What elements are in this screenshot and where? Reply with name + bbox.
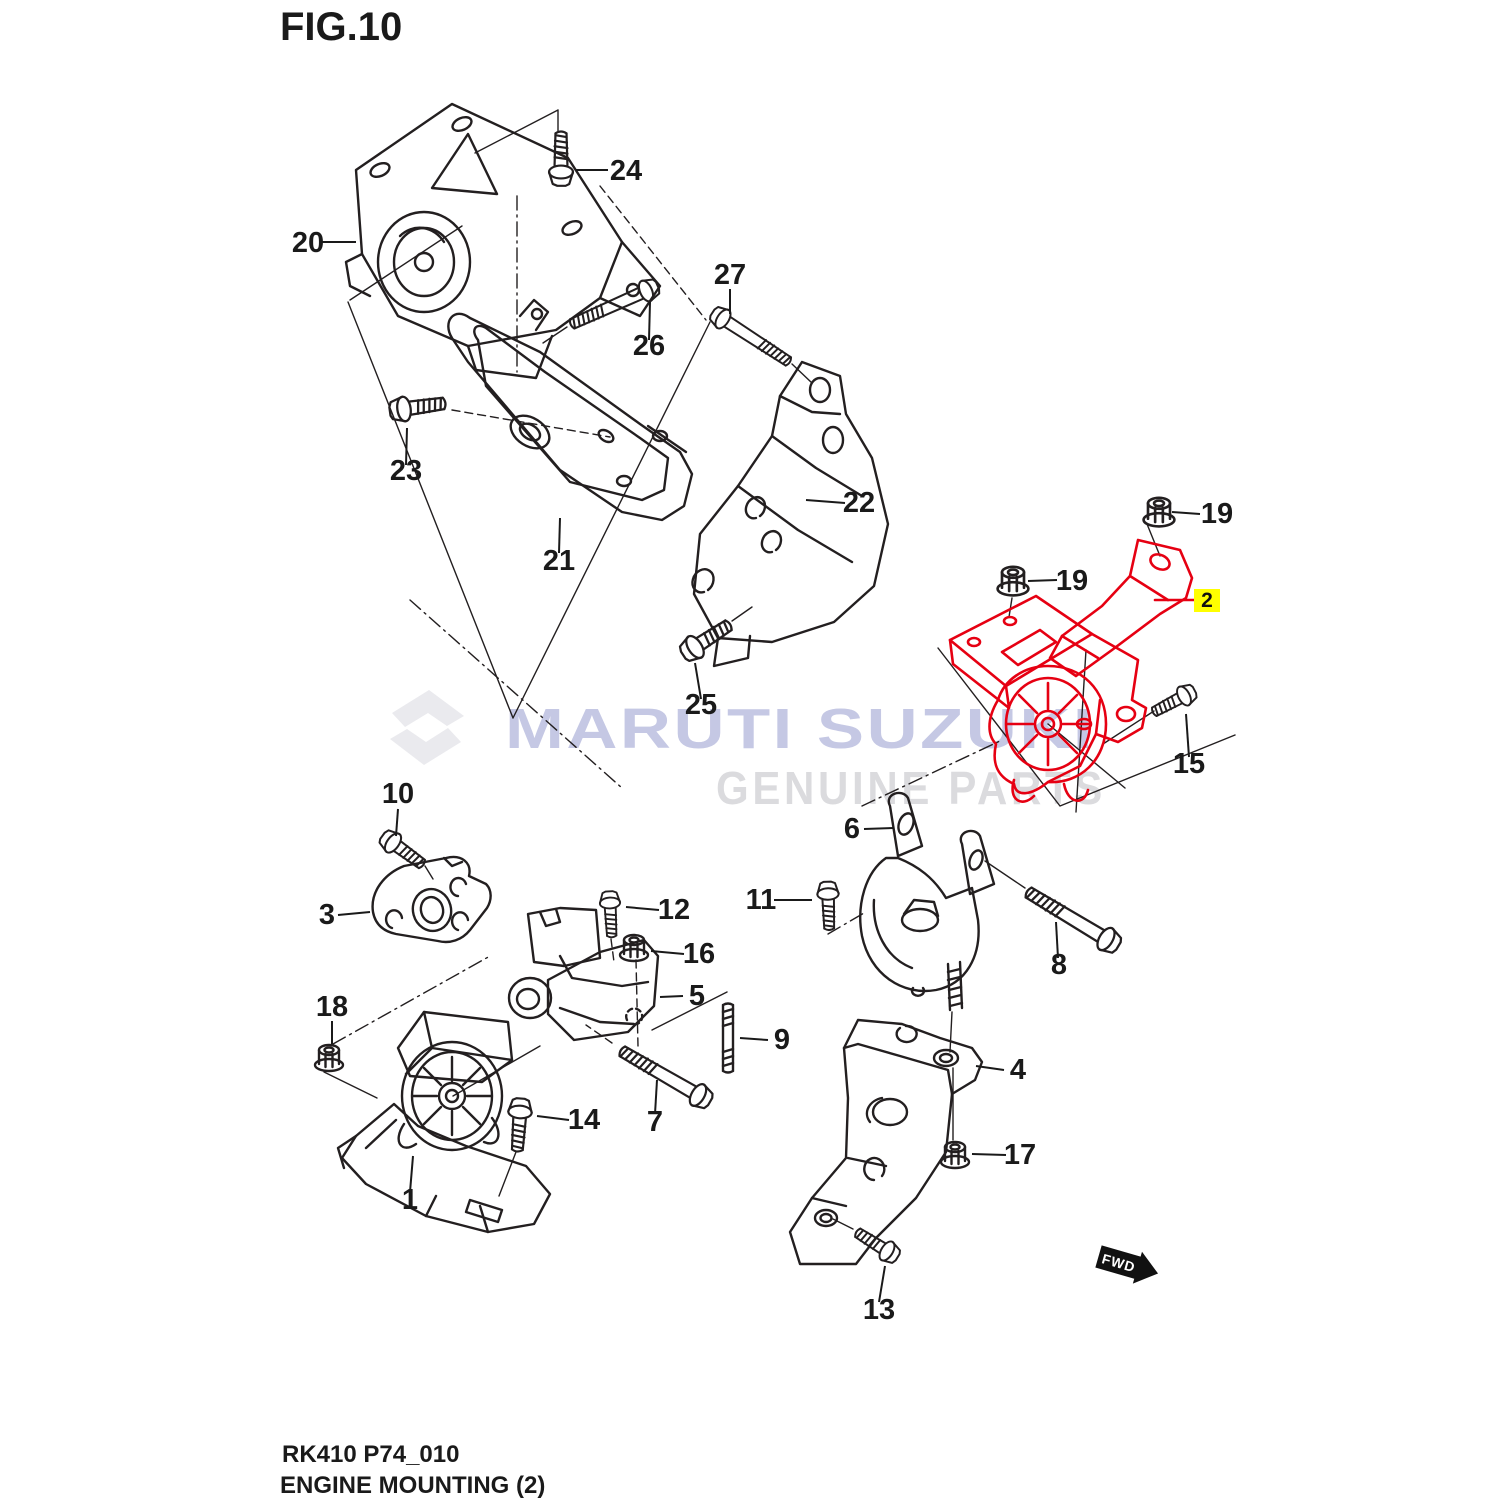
bolt-11 [815,880,841,932]
bolt-23 [387,389,449,425]
bolt-15 [1147,680,1201,723]
drawing-code: RK410 P74_010 [282,1441,459,1468]
leader-10 [395,808,399,837]
callout-label-22: 22 [843,487,875,519]
part-21-mounting-bracket [447,298,694,522]
leader-17 [971,1153,1007,1156]
nut-16 [618,933,650,963]
bolt-8 [1019,879,1126,959]
callout-label-27: 27 [714,259,746,291]
part-20-engine-mounting [344,102,662,380]
callout-label-18: 18 [316,991,348,1023]
projection-lines [323,109,1236,1230]
callout-label-25: 25 [685,689,717,721]
highlighted-callout-2: 2 [1194,589,1220,612]
leader-lines [322,169,1201,1303]
leader-13 [878,1265,886,1303]
callout-label-24: 24 [610,155,642,187]
callout-label-3: 3 [319,899,335,931]
part-3-mounting-plate [371,855,492,944]
callout-label-23: 23 [390,455,422,487]
callout-label-19-upper: 19 [1201,498,1233,530]
callout-label-4: 4 [1010,1054,1026,1086]
callout-label-9: 9 [774,1024,790,1056]
callout-label-20: 20 [292,227,324,259]
callout-label-16: 16 [683,938,715,970]
callout-label-14: 14 [568,1104,600,1136]
part-1-engine-mounting [336,1010,552,1234]
part-6-support-bracket [859,791,996,1012]
watermark: MARUTI SUZUKI GENUINE PARTS [390,690,1102,814]
bolt-12 [598,889,623,939]
callout-label-13: 13 [863,1294,895,1326]
callout-label-6: 6 [844,813,860,845]
part-2-engine-mounting-highlighted [948,538,1196,803]
bolt-14 [504,1096,534,1154]
leader-23 [405,427,408,466]
bolt-7 [613,1038,718,1114]
drawing-title: ENGINE MOUNTING (2) [280,1472,545,1499]
callout-label-7: 7 [647,1106,663,1138]
nut-19-lower [996,565,1030,597]
leader-14 [536,1115,570,1121]
leader-1 [409,1155,414,1193]
leader-8 [1055,921,1059,959]
callout-label-5: 5 [689,980,705,1012]
leader-9 [739,1037,769,1041]
nut-18 [313,1043,345,1073]
stud-9 [721,1002,735,1074]
leader-21 [558,517,561,554]
callout-label-11: 11 [746,884,777,916]
part-5-bracket-arm [507,906,660,1042]
highlight-badge [1194,589,1220,612]
callout-label-10: 10 [382,778,414,810]
leader-3 [337,911,371,916]
leader-4 [975,1065,1005,1071]
leader-25 [694,662,702,700]
callout-label-8: 8 [1051,949,1067,981]
callout-label-26: 26 [633,330,665,362]
leader-19-upper [1171,511,1201,515]
nut-17 [939,1140,971,1170]
bolt-27 [705,302,797,373]
nut-19-upper [1142,496,1176,528]
callout-labels: 24 20 26 27 23 21 22 25 19 19 15 10 3 12… [292,155,1233,1326]
leader-15 [1185,713,1190,758]
leader-7 [654,1079,658,1115]
callout-label-1: 1 [402,1184,418,1216]
highlighted-callout-label: 2 [1201,589,1213,612]
figure-title: FIG.10 [280,5,402,49]
suzuki-s-logo-icon [390,690,464,765]
leader-16 [650,950,685,955]
part-22-bracket [691,360,890,668]
leader-19-lower [1027,579,1058,582]
leader-6 [863,827,895,830]
callout-label-21: 21 [543,545,575,577]
callout-label-17: 17 [1004,1139,1036,1171]
leader-12 [625,906,660,911]
callout-label-19-lower: 19 [1056,565,1088,597]
callout-label-15: 15 [1173,748,1205,780]
leader-26 [648,301,651,341]
part-4-bracket [788,1018,984,1266]
fwd-arrow-icon: FWD [1095,1245,1159,1284]
leader-5 [659,995,684,998]
leader-22 [805,499,846,504]
callout-label-12: 12 [658,894,690,926]
